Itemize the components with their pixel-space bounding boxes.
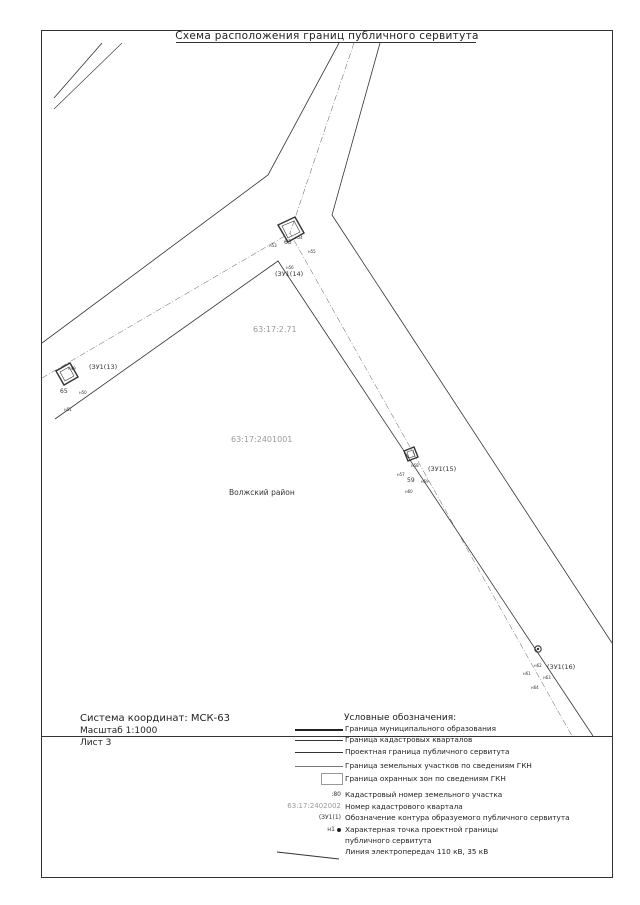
parcel-number: 63	[284, 239, 292, 246]
point-label: н55	[308, 249, 316, 254]
legend-item: н1 Характерная точка проектной границы	[327, 825, 499, 834]
zone-marker-13[interactable]	[55, 362, 79, 386]
power-line	[42, 232, 291, 379]
point-label: н53	[269, 243, 277, 248]
point-label: н59	[421, 479, 429, 484]
zone-marker-15[interactable]	[403, 446, 419, 462]
boundary-line	[53, 43, 103, 99]
point-marker-icon	[337, 828, 341, 832]
legend-item: Граница кадастровых кварталов	[265, 734, 605, 746]
point-label: н64	[531, 685, 539, 690]
power-line-symbol	[276, 851, 340, 860]
corridor-edge-sw	[54, 260, 594, 736]
title-underline	[176, 42, 476, 43]
zone-marker-16[interactable]	[534, 645, 542, 653]
scale-text: Масштаб 1:1000	[80, 726, 158, 736]
point-label: н57	[397, 472, 405, 477]
point-label: н49	[68, 366, 76, 371]
map-area: (ЗУ1(14) (ЗУ1(13) (ЗУ1(15) (ЗУ1(16) 63 6…	[42, 43, 612, 736]
point-label: н58	[411, 463, 419, 468]
parcel-number: 65	[60, 388, 68, 395]
legend-header: Условные обозначения:	[344, 713, 457, 723]
district-label: Волжский район	[229, 488, 295, 497]
point-label: н63	[543, 675, 551, 680]
legend-item: :80 Кадастровый номер земельного участка	[331, 790, 503, 799]
map-drawing	[42, 43, 612, 736]
cadastral-quarter-label: 63:17:2401001	[231, 435, 293, 444]
corridor-edge-nw	[42, 43, 340, 344]
zone-label-13: (ЗУ1(13)	[89, 363, 118, 371]
zone-marker-14[interactable]	[277, 216, 305, 243]
point-label: н61	[523, 671, 531, 676]
zone-label-14: (ЗУ1(14)	[275, 270, 304, 278]
power-line	[289, 43, 573, 736]
corridor-edge-ne	[331, 43, 612, 644]
point-label: н50	[79, 390, 87, 395]
boundary-line	[53, 43, 123, 110]
legend-item: публичного сервитута	[345, 836, 432, 845]
point-label: н51	[64, 407, 72, 412]
legend-item: Линия электропередач 110 кВ, 35 кВ	[265, 846, 605, 860]
map-title: Схема расположения границ публичного сер…	[175, 30, 479, 42]
point-label: н54	[295, 235, 303, 240]
map-sheet: Схема расположения границ публичного сер…	[41, 30, 613, 878]
cadastral-quarter-label: 63:17:2.71	[253, 325, 297, 334]
point-label: н56	[286, 265, 294, 270]
map-frame-bottom	[42, 736, 612, 737]
sheet-number: Лист 3	[80, 738, 112, 748]
zone-label-16: (ЗУ1(16)	[547, 663, 576, 671]
legend-item: Граница муниципального образования	[265, 723, 605, 735]
legend-item: 63:17:2402002 Номер кадастрового квартал…	[287, 802, 463, 811]
zone-label-15: (ЗУ1(15)	[428, 465, 457, 473]
legend-item: (ЗУ1(1) Обозначение контура образуемого …	[318, 813, 570, 822]
coordinate-system: Система координат: МСК-63	[80, 713, 230, 724]
legend-item: Граница земельных участков по сведениям …	[265, 760, 605, 772]
legend-item: Проектная граница публичного сервитута	[265, 746, 605, 758]
point-label: н62	[534, 663, 542, 668]
point-label: н60	[405, 489, 413, 494]
legend-item: Граница охранных зон по сведениям ГКН	[265, 773, 605, 785]
parcel-number: 59	[407, 477, 415, 484]
